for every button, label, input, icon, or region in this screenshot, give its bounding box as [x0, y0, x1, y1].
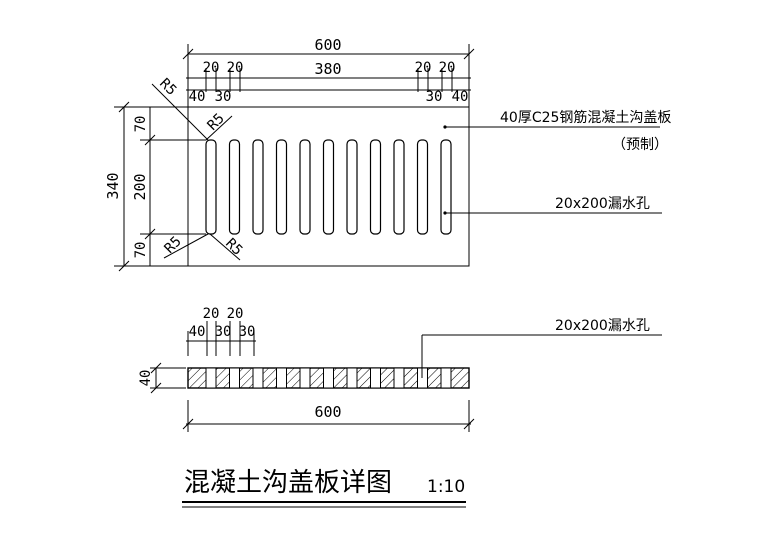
title-block: 混凝土沟盖板详图 1:10	[182, 468, 466, 508]
section-dim-20a: 20	[203, 306, 220, 322]
dim-left-20b: 20	[227, 60, 244, 76]
drain-slot	[252, 139, 264, 235]
dim-right-30: 30	[426, 89, 443, 105]
note-slab: 40厚C25钢筋混凝土沟盖板	[500, 109, 671, 126]
section-gap	[299, 367, 311, 389]
section-gap	[346, 367, 358, 389]
section-gaps	[205, 367, 452, 389]
dim-left-20a: 20	[203, 60, 220, 76]
dim-middle-200: 200	[131, 173, 149, 200]
drain-slot	[440, 139, 452, 235]
plan-left-dimension: 340 70 200 70	[104, 101, 206, 272]
plan-notes: 40厚C25钢筋混凝土沟盖板 （预制） 20x200漏水孔	[443, 109, 671, 215]
dim-inner-width: 380	[314, 60, 341, 78]
dim-bottom-70: 70	[133, 242, 149, 259]
plan-top-dimension: 600 20 20 380 20 20 40 30 30 40	[182, 36, 475, 107]
section-dim-20b: 20	[227, 306, 244, 322]
section-gap	[276, 367, 287, 389]
section-gap	[393, 367, 405, 389]
section-overall-width: 600	[314, 403, 341, 421]
drain-slot	[228, 139, 241, 235]
section-gap	[370, 367, 381, 389]
section-top-dimension: 20 20 40 30 30	[186, 306, 256, 356]
section-gap	[440, 367, 452, 389]
plan-slab-outline	[187, 106, 470, 267]
dim-left-30: 30	[215, 89, 232, 105]
section-view	[187, 367, 470, 389]
section-gap	[323, 367, 334, 389]
dim-right-40: 40	[452, 89, 469, 105]
note-holes-section: 20x200漏水孔	[555, 318, 650, 334]
section-gap	[229, 367, 240, 389]
section-thickness: 40	[138, 370, 154, 387]
note-slab-sub: （预制）	[612, 137, 668, 153]
drain-slot	[393, 139, 405, 235]
section-gap	[252, 367, 264, 389]
dim-right-20a: 20	[415, 60, 432, 76]
drain-slot	[369, 139, 382, 235]
note-holes-plan: 20x200漏水孔	[555, 196, 650, 212]
plan-view	[187, 106, 470, 267]
radius-top-outer: R5	[156, 76, 179, 99]
section-bottom-dimension: 600	[182, 400, 475, 432]
dim-left-40: 40	[189, 89, 206, 105]
dim-overall-height: 340	[104, 172, 122, 199]
dim-right-20b: 20	[439, 60, 456, 76]
section-dim-30b: 30	[239, 324, 256, 340]
drain-slot	[205, 139, 217, 235]
radius-callouts: R5 R5 R5 R5	[151, 76, 245, 261]
section-note: 20x200漏水孔	[421, 318, 662, 378]
radius-bottom-left: R5	[162, 234, 185, 257]
drain-slots	[205, 139, 452, 235]
drain-slot	[416, 139, 429, 235]
section-dim-40: 40	[189, 324, 206, 340]
radius-bottom-right: R5	[222, 236, 245, 259]
drain-slot	[346, 139, 358, 235]
drain-slot	[322, 139, 335, 235]
section-thickness-dimension: 40	[138, 362, 186, 394]
section-gap	[205, 367, 217, 389]
radius-top-inner: R5	[205, 111, 228, 134]
dim-top-70: 70	[133, 116, 149, 133]
drawing-scale: 1:10	[427, 477, 465, 497]
drain-slot	[275, 139, 288, 235]
dim-overall-width: 600	[314, 36, 341, 54]
section-dim-30a: 30	[215, 324, 232, 340]
drawing-title: 混凝土沟盖板详图	[184, 468, 392, 498]
drain-slot	[299, 139, 311, 235]
